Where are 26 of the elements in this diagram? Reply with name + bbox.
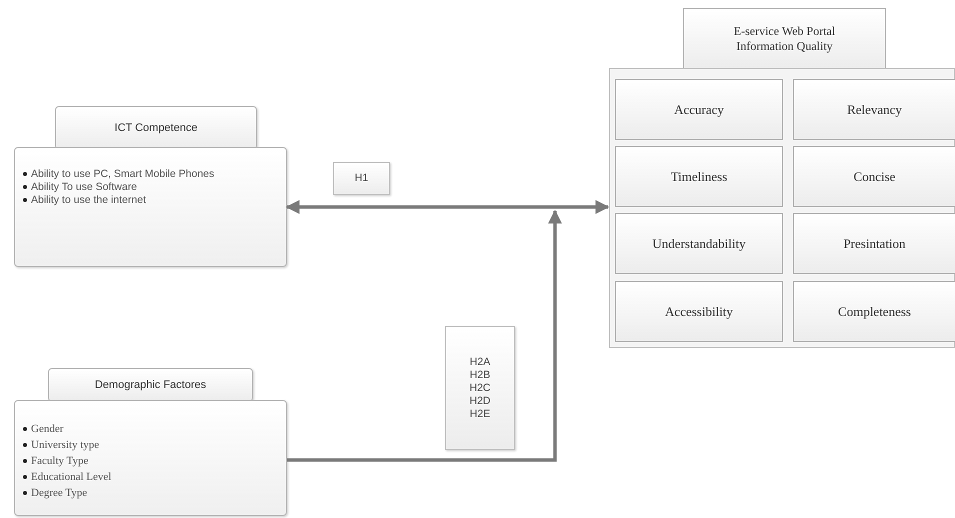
bullet-list-box — [14, 400, 287, 516]
hypothesis-label: H2A H2B H2C H2D H2E — [445, 326, 515, 450]
bullet-item: Ability to use PC, Smart Mobile Phones — [23, 168, 286, 181]
group-frame — [609, 68, 955, 348]
bullet-item: Ability to use the internet — [23, 194, 286, 207]
bullet-list-box — [14, 147, 287, 267]
bullet-item: University type — [23, 437, 286, 453]
bullet-item: Gender — [23, 421, 286, 437]
quality-box: Understandability — [615, 213, 783, 274]
quality-box: Presintation — [793, 213, 955, 274]
bullet-item: Degree Type — [23, 485, 286, 501]
quality-box: Concise — [793, 146, 955, 207]
quality-box: Timeliness — [615, 146, 783, 207]
bullet-item: Ability To use Software — [23, 181, 286, 194]
heading-box: E-service Web Portal Information Quality — [683, 8, 886, 70]
arrow — [286, 200, 610, 214]
bullet-item: Faculty Type — [23, 453, 286, 469]
quality-box: Accuracy — [615, 79, 783, 140]
heading-tab: ICT Competence — [55, 106, 257, 150]
quality-box: Completeness — [793, 281, 955, 342]
quality-box: Accessibility — [615, 281, 783, 342]
arrow — [287, 210, 562, 462]
quality-box: Relevancy — [793, 79, 955, 140]
bullet-item: Educational Level — [23, 469, 286, 485]
hypothesis-label: H1 — [333, 162, 390, 195]
heading-tab: Demographic Factores — [48, 368, 253, 402]
